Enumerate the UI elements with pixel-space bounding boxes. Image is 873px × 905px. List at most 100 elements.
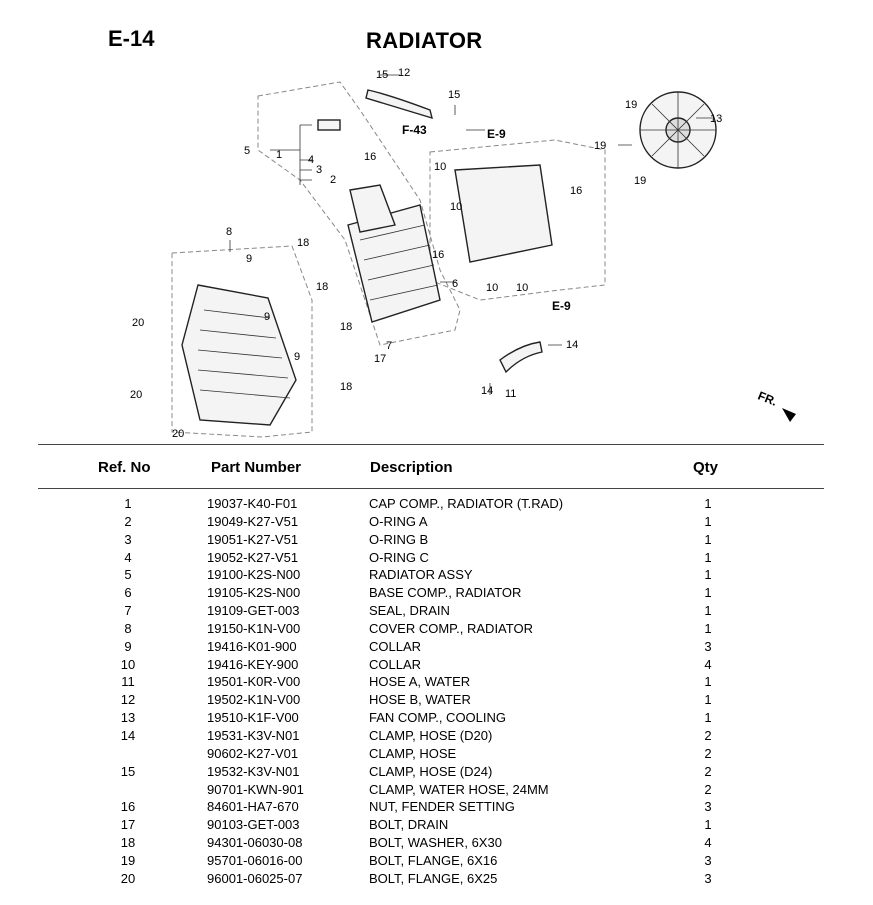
parts-table: 1 19037-K40-F01 CAP COMP., RADIATOR (T.RAD… xyxy=(0,495,873,888)
svg-text:20: 20 xyxy=(172,428,184,440)
svg-text:10: 10 xyxy=(516,282,528,294)
radiator-core-shape xyxy=(347,204,441,323)
ref-cell: 20 xyxy=(120,870,136,886)
svg-text:E-9: E-9 xyxy=(487,127,506,141)
svg-text:12: 12 xyxy=(398,67,410,79)
ref-cell: 8 xyxy=(124,620,132,636)
description-cell: NUT, FENDER SETTING xyxy=(369,799,515,815)
col-header-ref: Ref. No xyxy=(98,459,151,476)
base-frame-shape xyxy=(454,164,553,263)
svg-text:6: 6 xyxy=(452,278,458,290)
description-cell: BASE COMP., RADIATOR xyxy=(369,585,522,601)
description-cell: SEAL, DRAIN xyxy=(369,603,450,619)
svg-text:18: 18 xyxy=(340,321,352,333)
part-number-cell: 90602-K27-V01 xyxy=(207,745,299,761)
svg-text:16: 16 xyxy=(432,249,444,261)
part-number-cell: 19502-K1N-V00 xyxy=(207,692,301,708)
part-number-cell: 95701-06016-00 xyxy=(207,852,303,868)
ref-cell: 19 xyxy=(120,852,136,868)
svg-text:18: 18 xyxy=(340,381,352,393)
description-cell: COLLAR xyxy=(369,656,422,672)
svg-text:17: 17 xyxy=(374,353,386,365)
part-number-cell: 19037-K40-F01 xyxy=(207,496,298,511)
qty-cell: 4 xyxy=(704,656,712,672)
svg-text:7: 7 xyxy=(386,340,392,352)
ref-cell: 13 xyxy=(120,710,136,726)
col-header-desc: Description xyxy=(370,459,453,476)
qty-cell: 1 xyxy=(704,531,712,547)
svg-text:8: 8 xyxy=(226,226,232,238)
radiator-assy-outline xyxy=(257,81,461,346)
part-number-cell: 19416-K01-900 xyxy=(207,638,297,654)
table-row: 10 19416-KEY-900 COLLAR 4 xyxy=(0,656,873,674)
qty-cell: 2 xyxy=(704,727,712,743)
svg-text:F-43: F-43 xyxy=(402,123,427,137)
part-number-cell: 19109-GET-003 xyxy=(207,603,300,619)
table-header: Ref. No Part Number Description Qty xyxy=(0,459,873,481)
cover-outline xyxy=(171,245,313,438)
description-cell: BOLT, DRAIN xyxy=(369,817,449,833)
part-number-cell: 19532-K3V-N01 xyxy=(207,763,300,779)
qty-cell: 2 xyxy=(704,745,712,761)
ref-cell: 15 xyxy=(120,763,136,779)
description-cell: CAP COMP., RADIATOR (T.RAD) xyxy=(369,496,564,511)
part-number-cell: 94301-06030-08 xyxy=(207,835,303,851)
svg-text:3: 3 xyxy=(316,164,322,176)
svg-text:15: 15 xyxy=(448,89,460,101)
cap-shape xyxy=(317,119,341,131)
part-number-cell: 19150-K1N-V00 xyxy=(207,620,301,636)
description-cell: HOSE A, WATER xyxy=(369,674,471,690)
description-cell: CLAMP, WATER HOSE, 24MM xyxy=(369,781,549,797)
svg-text:15: 15 xyxy=(376,69,388,81)
description-cell: COLLAR xyxy=(369,638,422,654)
ref-cell: 11 xyxy=(121,674,135,690)
part-number-cell: 19051-K27-V51 xyxy=(207,531,299,547)
part-number-cell: 19416-KEY-900 xyxy=(207,656,299,672)
table-row: 9 19416-K01-900 COLLAR 3 xyxy=(0,638,873,656)
description-cell: O-RING C xyxy=(369,549,429,565)
qty-cell: 1 xyxy=(704,513,712,529)
qty-cell: 3 xyxy=(704,870,712,886)
ref-cell: 1 xyxy=(124,496,132,511)
col-header-part: Part Number xyxy=(211,459,302,476)
part-number-cell: 19510-K1F-V00 xyxy=(207,710,299,726)
ref-cell: 9 xyxy=(124,638,132,654)
description-cell: CLAMP, HOSE (D20) xyxy=(369,727,493,743)
qty-cell: 1 xyxy=(704,585,712,601)
description-cell: COVER COMP., RADIATOR xyxy=(369,620,533,636)
svg-text:1: 1 xyxy=(276,149,282,161)
svg-text:19: 19 xyxy=(634,175,646,187)
description-cell: CLAMP, HOSE (D24) xyxy=(369,763,493,779)
ref-cell: 3 xyxy=(124,531,132,547)
svg-text:11: 11 xyxy=(505,388,516,400)
qty-cell: 4 xyxy=(704,835,712,851)
qty-cell: 1 xyxy=(704,620,712,636)
filler-neck-shape xyxy=(349,184,396,233)
qty-cell: 1 xyxy=(704,817,712,833)
col-header-qty: Qty xyxy=(693,459,719,476)
description-cell: HOSE B, WATER xyxy=(369,692,471,708)
qty-cell: 2 xyxy=(704,763,712,779)
part-number-cell: 19531-K3V-N01 xyxy=(207,727,300,743)
qty-cell: 3 xyxy=(704,638,712,654)
front-arrow-icon xyxy=(782,408,796,422)
page-title: RADIATOR xyxy=(366,28,483,53)
ref-cell: 10 xyxy=(120,656,136,672)
table-row: 1 19037-K40-F01 CAP COMP., RADIATOR (T.RAD… xyxy=(0,495,873,513)
description-cell: O-RING B xyxy=(369,531,429,547)
qty-cell: 1 xyxy=(704,692,712,708)
cover-shape xyxy=(181,284,297,426)
table-top-rule xyxy=(38,444,824,445)
ref-cell: 12 xyxy=(120,692,136,708)
part-number-cell: 19105-K2S-N00 xyxy=(207,585,301,601)
part-number-cell: 84601-HA7-670 xyxy=(207,799,299,815)
